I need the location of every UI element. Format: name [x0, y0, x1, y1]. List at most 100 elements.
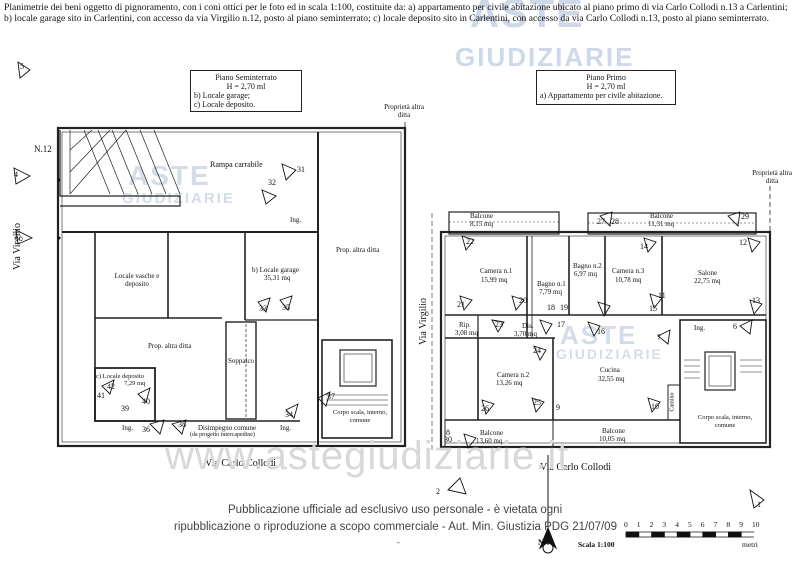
semi-disimpegno: Disimpegno comune — [198, 424, 257, 432]
primo-bagno2: Bagno n.2 — [573, 262, 602, 270]
scale-tick-label: 8 — [726, 520, 731, 529]
primo-camera1: Camera n.1 — [480, 267, 513, 275]
semi-item-b: b) Locale garage; — [194, 91, 250, 100]
photo-number-primo: 12 — [739, 238, 747, 247]
primo-balcone-tl: Balcone — [470, 212, 493, 220]
footer-line-1: Pubblicazione ufficiale ad esclusivo uso… — [228, 504, 563, 516]
semi-title: Piano Seminterrato — [215, 73, 277, 82]
photo-number-semi: 37 — [327, 392, 335, 401]
footer-line-2: ripubblicazione o riproduzione a scopo c… — [174, 521, 617, 533]
semi-item-c: c) Locale deposito. — [194, 100, 256, 109]
primo-rip-area: 3,08 mq — [455, 329, 478, 337]
primo-camera2: Camera n.2 — [497, 371, 530, 379]
semi-soppalco: Soppalco — [228, 357, 255, 365]
semi-ing-2: Ing. — [122, 424, 134, 432]
scale-bar-graphic — [625, 531, 754, 538]
scale-tick-label: 6 — [700, 520, 705, 529]
semi-n12-label: N.12 — [34, 144, 52, 154]
photo-number-primo: 14 — [640, 242, 648, 251]
primo-cucina: Cucina — [600, 366, 620, 374]
primo-camera1-area: 15,99 mq — [481, 276, 508, 284]
photo-number-primo: 6 — [733, 322, 737, 331]
scale-tick-label: 1 — [636, 520, 641, 529]
photo-number-semi: 35 — [282, 303, 290, 312]
semi-vasche-label: Locale vasche e deposito — [114, 272, 160, 288]
primo-bagno1-area: 7,79 mq — [539, 288, 562, 296]
photo-number-semi: 31 — [297, 165, 305, 174]
primo-bagno2-area: 6,97 mq — [574, 270, 597, 278]
photo-number-primo: 11 — [658, 291, 666, 300]
photo-number-primo: 18 — [547, 303, 555, 312]
photo-number-semi: 39 — [121, 404, 129, 413]
primo-proprieta-label: Proprietà altra ditta — [752, 169, 792, 185]
watermark-site: www.astegiudiziarie.it — [165, 434, 570, 478]
semi-title-box: Piano Seminterrato H = 2,70 ml b) Locale… — [190, 70, 302, 112]
semi-garage-label: b) Locale garage — [252, 266, 300, 274]
photo-number-semi: 34 — [285, 410, 293, 419]
photo-number-primo: 20 — [519, 296, 527, 305]
scale-tick-label: 5 — [688, 520, 692, 529]
scale-unit: metri — [742, 540, 758, 549]
photo-number-semi: 32 — [268, 178, 276, 187]
primo-dis: Dis. — [522, 322, 534, 330]
north-arrow-icon — [538, 455, 558, 554]
photo-number-semi: 4 — [14, 170, 18, 179]
semi-deposito-label: c) Locale deposito — [96, 373, 145, 380]
scale-tick-label: 2 — [649, 520, 654, 529]
primo-balcone-bm: Balcone — [602, 427, 625, 435]
photo-number-primo: 23 — [495, 320, 503, 329]
footer-dash: - — [397, 538, 400, 547]
photo-number-primo: 29 — [741, 212, 749, 221]
photo-number-primo: 16 — [597, 327, 605, 336]
photo-number-primo: 10 — [651, 402, 659, 411]
drawing-description: Planimetrie dei beni oggetto di pignoram… — [4, 2, 788, 25]
primo-salone-area: 22,75 mq — [694, 277, 721, 285]
primo-camera3-area: 10,78 mq — [615, 276, 642, 284]
photo-number-semi: 3 — [14, 232, 18, 241]
photo-number-semi: 41 — [97, 391, 105, 400]
photo-number-primo: 8 — [446, 428, 450, 437]
primo-balcone-bl: Balcone — [480, 429, 503, 437]
semi-prop-altra: Prop. altra ditta — [148, 342, 192, 350]
watermark-giudiziarie-left: GIUDIZIARIE — [122, 190, 235, 207]
photo-number-semi: 40 — [142, 397, 150, 406]
photo-number-semi: 1 — [757, 500, 761, 509]
primo-rip: Rip. — [459, 321, 471, 329]
photo-number-primo: 25 — [533, 398, 541, 407]
semi-disimpegno-sub: (da progetto intercapedine) — [190, 432, 255, 438]
watermark-giudiziarie-top: GIUDIZIARIE — [455, 42, 635, 72]
semi-via-virgilio: Via Virgilio — [12, 222, 23, 270]
photo-number-semi: 2 — [436, 487, 440, 496]
photo-number-primo: 24 — [533, 346, 541, 355]
photo-number-semi: 42 — [107, 382, 115, 391]
photo-number-primo: 9 — [556, 403, 560, 412]
photo-number-semi: 38 — [178, 420, 186, 429]
photo-number-primo: 26 — [481, 404, 489, 413]
primo-balcone-tr-area: 11,31 mq — [648, 220, 675, 228]
photo-number-semi: 36 — [142, 425, 150, 434]
primo-balcone-tl-area: 8,15 mq — [470, 220, 493, 228]
north-label: N — [538, 538, 544, 547]
semi-height: H = 2,70 ml — [226, 82, 266, 91]
semi-proprieta-label: Proprietà altra ditta — [384, 103, 424, 119]
photo-number-semi: 5 — [20, 62, 24, 71]
photo-number-semi: 33 — [259, 304, 267, 313]
primo-balcone-bm-area: 10,05 mq — [599, 435, 626, 443]
semi-ramp-label: Rampa carrabile — [210, 160, 263, 169]
primo-bagno1: Bagno n.1 — [537, 280, 566, 288]
watermark-giudiziarie-mid: GIUDIZIARIE — [556, 346, 663, 362]
primo-height: H = 2,70 ml — [586, 82, 626, 91]
photo-number-primo: 19 — [560, 303, 568, 312]
photo-number-primo: 13 — [752, 296, 760, 305]
semi-via-collodi: Via Carlo Collodi — [205, 458, 277, 469]
primo-via-virgilio: Via Virgilio — [418, 297, 429, 345]
scale-tick-label: 10 — [752, 520, 760, 529]
primo-camino: Camino — [669, 392, 676, 412]
primo-dis-area: 3,70 mq — [514, 330, 537, 338]
primo-salone: Salone — [698, 269, 718, 277]
primo-title: Piano Primo — [586, 73, 626, 82]
primo-camera2-area: 13,26 mq — [496, 379, 523, 387]
semi-prop-altra-right: Prop. altra ditta — [336, 246, 380, 254]
primo-corpo-scala: Corpo scala, interno, comune — [697, 414, 753, 429]
